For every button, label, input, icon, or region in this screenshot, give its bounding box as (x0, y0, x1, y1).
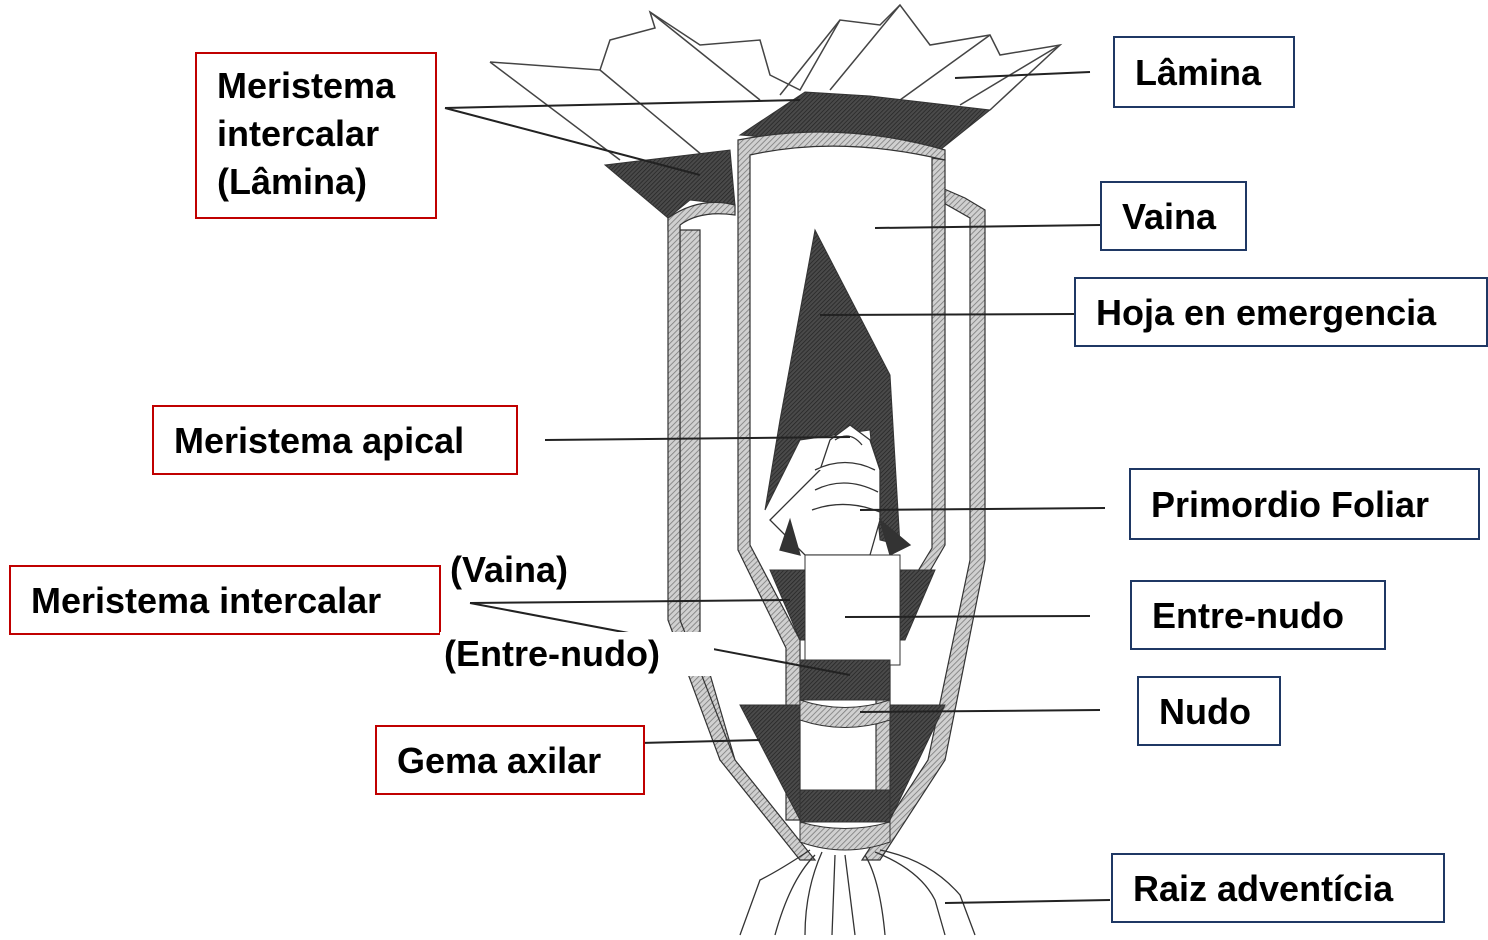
label-entre-nudo: Entre-nudo (1130, 580, 1386, 650)
label-gema-axilar: Gema axilar (375, 725, 645, 795)
label-meristema-intercalar-lamina: Meristema intercalar (Lâmina) (195, 52, 437, 219)
label-line-2: intercalar (217, 110, 415, 158)
label-primordio-foliar: Primordio Foliar (1129, 468, 1480, 540)
label-meristema-intercalar: Meristema intercalar (9, 565, 441, 635)
label-line-3: (Lâmina) (217, 158, 415, 206)
label-nudo: Nudo (1137, 676, 1281, 746)
label-raiz-adventicia: Raiz adventícia (1111, 853, 1445, 923)
label-meristema-apical: Meristema apical (152, 405, 518, 475)
label-vaina: Vaina (1100, 181, 1247, 251)
label-lamina: Lâmina (1113, 36, 1295, 108)
adventitious-roots (740, 850, 975, 935)
label-line-1: Meristema (217, 62, 415, 110)
label-sub-entre-nudo: (Entre-nudo) (440, 632, 714, 676)
label-sub-vaina: (Vaina) (450, 548, 568, 592)
label-hoja-emergencia: Hoja en emergencia (1074, 277, 1488, 347)
